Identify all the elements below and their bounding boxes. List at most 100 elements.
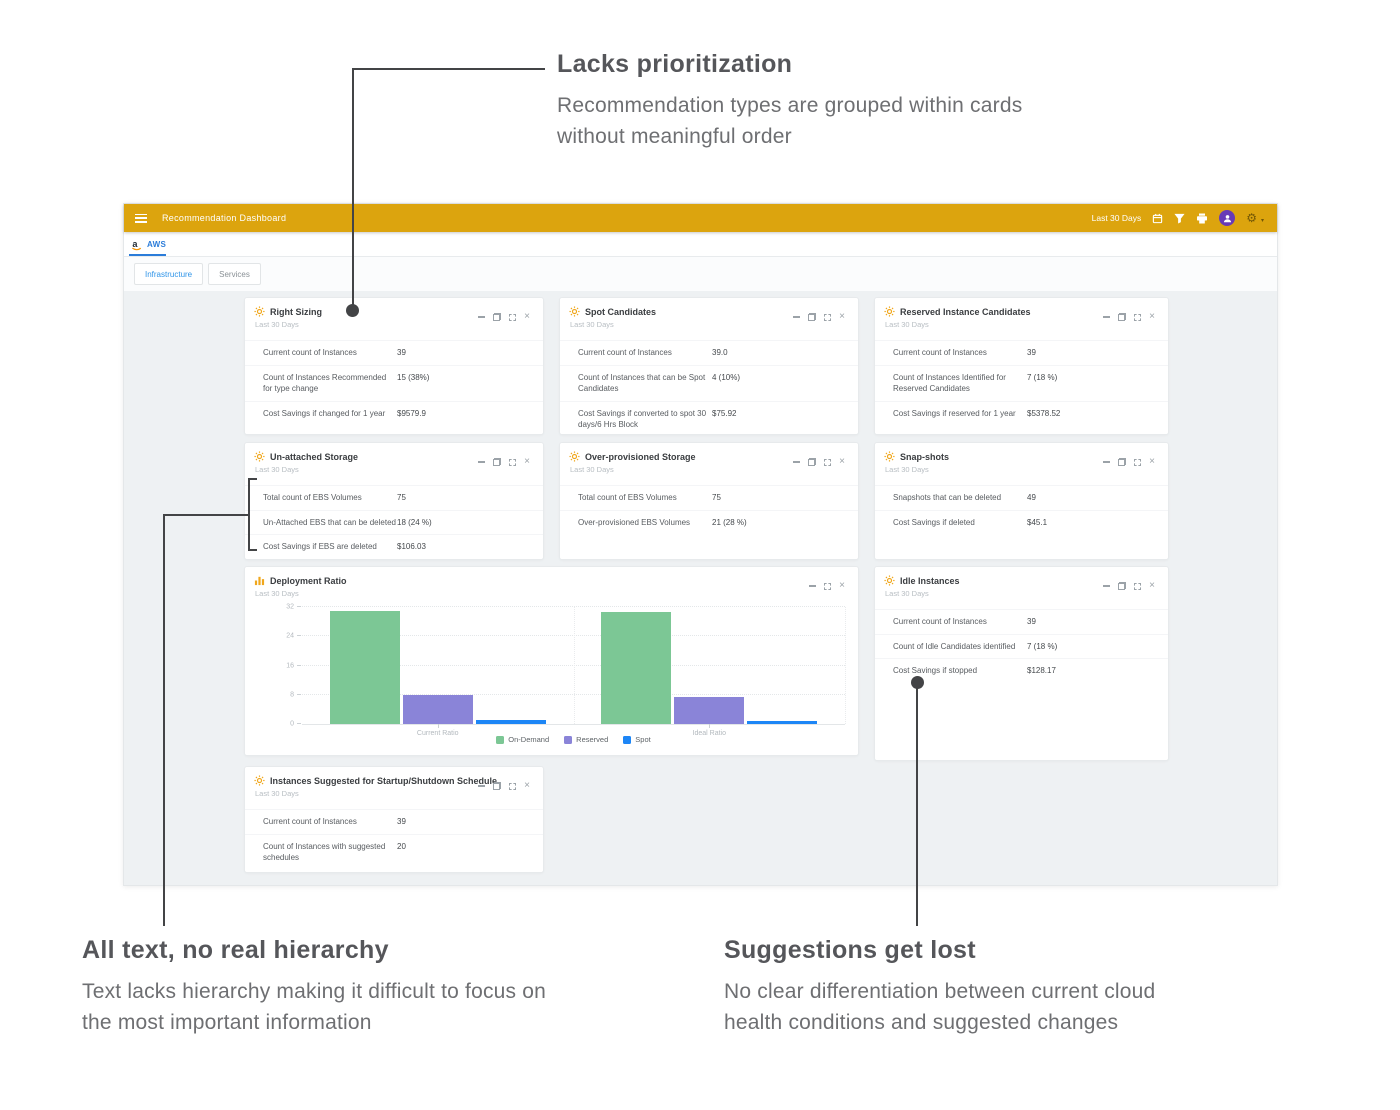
copy-icon[interactable]: [493, 782, 502, 790]
tab-services[interactable]: Services: [208, 263, 261, 285]
stat-label: Over-provisioned EBS Volumes: [578, 517, 691, 527]
bar-on-demand: [329, 610, 400, 724]
card-title: Un-attached Storage: [270, 451, 359, 462]
copy-icon[interactable]: [1118, 313, 1127, 321]
settings-icon[interactable]: [1246, 212, 1264, 227]
close-icon[interactable]: [1149, 313, 1155, 321]
annotation-body: Text lacks hierarchy making it difficult…: [82, 980, 547, 1035]
stat-value: 7 (18 %): [1027, 641, 1058, 651]
tab-aws[interactable]: a AWS: [129, 232, 176, 256]
x-axis-label: Ideal Ratio: [692, 730, 726, 737]
stat-value: 18 (24 %): [397, 517, 432, 527]
stat-value: $5378.52: [1027, 408, 1061, 418]
close-icon[interactable]: [839, 313, 845, 321]
y-axis-label: 32: [286, 603, 294, 611]
copy-icon[interactable]: [1118, 582, 1127, 590]
card-title: Deployment Ratio: [270, 575, 347, 586]
stat-value: 39.0: [712, 348, 728, 357]
minimize-icon[interactable]: [478, 785, 486, 787]
close-icon[interactable]: [839, 582, 845, 590]
expand-icon[interactable]: [824, 458, 832, 466]
minimize-icon[interactable]: [478, 316, 486, 318]
card-period: Last 30 Days: [885, 589, 929, 598]
minimize-icon[interactable]: [478, 461, 486, 463]
minimize-icon[interactable]: [1103, 585, 1111, 587]
widget-icon: [884, 306, 895, 317]
stat-value: 49: [1027, 493, 1036, 502]
date-range-label[interactable]: Last 30 Days: [1091, 213, 1142, 223]
card-spot-candidates: Spot Candidates Last 30 Days Current cou…: [559, 297, 859, 435]
stat-value: $106.03: [397, 542, 426, 552]
connector-line: [163, 514, 248, 516]
close-icon[interactable]: [1149, 458, 1155, 466]
copy-icon[interactable]: [493, 313, 502, 321]
widget-icon: [884, 575, 895, 586]
card-period: Last 30 Days: [570, 465, 614, 474]
copy-icon[interactable]: [1118, 458, 1127, 466]
card-right-sizing: Right Sizing Last 30 Days Current count …: [244, 297, 544, 435]
stat-value: $9579.9: [397, 408, 426, 418]
stat-value: 39: [397, 817, 406, 826]
legend-item[interactable]: Reserved: [564, 735, 608, 744]
expand-icon[interactable]: [824, 313, 832, 321]
stat-label: Cost Savings if converted to spot 30 day…: [578, 408, 707, 430]
legend-item[interactable]: Spot: [623, 735, 651, 744]
card-stat-row: Count of Instances with suggested schedu…: [245, 835, 543, 870]
close-icon[interactable]: [839, 458, 845, 466]
expand-icon[interactable]: [509, 782, 517, 790]
widget-icon: [884, 451, 895, 462]
annotation-bottom-left: All text, no real hierarchy Text lacks h…: [82, 936, 662, 1038]
expand-icon[interactable]: [1134, 582, 1142, 590]
close-icon[interactable]: [524, 782, 530, 790]
user-avatar[interactable]: [1219, 210, 1236, 226]
bar-spot: [475, 719, 546, 724]
recommendation-dashboard: Recommendation Dashboard Last 30 Days: [123, 203, 1278, 886]
print-icon[interactable]: [1196, 213, 1208, 224]
minimize-icon[interactable]: [793, 316, 801, 318]
copy-icon[interactable]: [808, 458, 817, 466]
card-snap-shots: Snap-shots Last 30 Days Snapshots that c…: [874, 442, 1169, 560]
stat-value: 7 (18 %): [1027, 372, 1058, 382]
card-title: Over-provisioned Storage: [585, 451, 696, 462]
annotation-top: Lacks prioritization Recommendation type…: [557, 50, 1137, 152]
filter-icon[interactable]: [1174, 213, 1185, 224]
stat-value: 20: [397, 841, 406, 851]
minimize-icon[interactable]: [1103, 316, 1111, 318]
expand-icon[interactable]: [1134, 458, 1142, 466]
stat-label: Un-Attached EBS that can be deleted: [263, 517, 396, 527]
close-icon[interactable]: [524, 313, 530, 321]
card-period: Last 30 Days: [255, 320, 299, 329]
connector-dot: [346, 304, 359, 317]
expand-icon[interactable]: [824, 582, 832, 590]
close-icon[interactable]: [524, 458, 530, 466]
tab-infrastructure[interactable]: Infrastructure: [134, 263, 204, 285]
card-over-provisioned-storage: Over-provisioned Storage Last 30 Days To…: [559, 442, 859, 560]
expand-icon[interactable]: [509, 458, 517, 466]
minimize-icon[interactable]: [809, 585, 817, 587]
minimize-icon[interactable]: [793, 461, 801, 463]
card-title: Right Sizing: [270, 306, 322, 317]
close-icon[interactable]: [1149, 582, 1155, 590]
calendar-icon[interactable]: [1152, 213, 1163, 224]
connector-line: [352, 68, 354, 308]
y-axis-label: 16: [286, 662, 294, 669]
card-title: Idle Instances: [900, 575, 960, 586]
annotation-title: All text, no real hierarchy: [82, 936, 389, 964]
stat-label: Total count of EBS Volumes: [578, 493, 677, 502]
stat-value: 39: [397, 348, 406, 357]
legend-item[interactable]: On-Demand: [496, 735, 549, 744]
menu-icon[interactable]: [135, 213, 147, 223]
expand-icon[interactable]: [509, 313, 517, 321]
expand-icon[interactable]: [1134, 313, 1142, 321]
y-axis-label: 24: [286, 632, 294, 640]
copy-icon[interactable]: [493, 458, 502, 466]
minimize-icon[interactable]: [1103, 461, 1111, 463]
copy-icon[interactable]: [808, 313, 817, 321]
